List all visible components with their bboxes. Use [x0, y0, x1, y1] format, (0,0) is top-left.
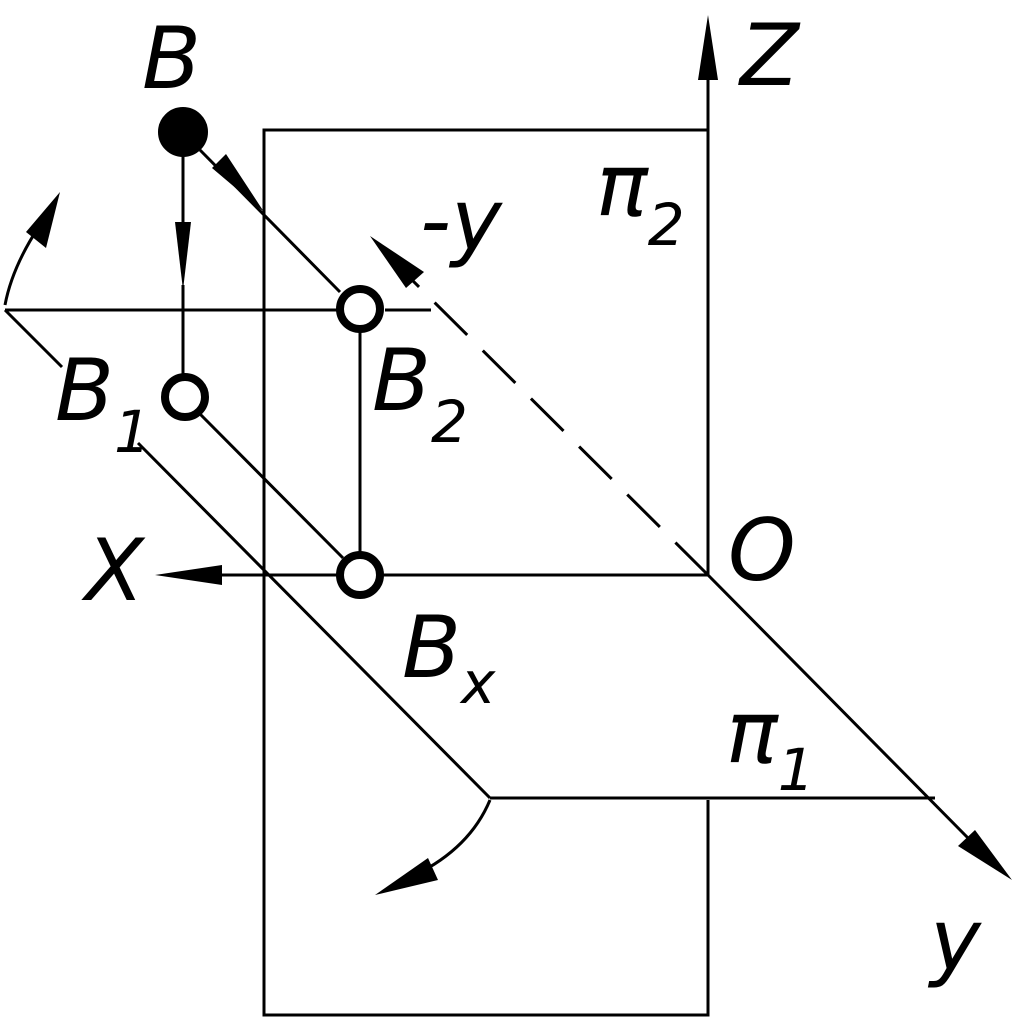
- label-axis-y: y: [927, 891, 982, 991]
- label-point-b1: B1: [55, 341, 151, 466]
- projection-line-b1-to-bx: [198, 412, 345, 560]
- neg-y-axis-dashed: [398, 266, 710, 577]
- label-plane-pi1: π1: [726, 683, 815, 804]
- label-point-b2: B2: [372, 331, 468, 456]
- point-b2-marker: [336, 285, 384, 333]
- label-point-b: B: [142, 9, 201, 109]
- label-origin: O: [728, 501, 796, 601]
- label-point-bx: Bx: [402, 598, 496, 717]
- frontal-plane-pi2-outline: [262, 128, 710, 1017]
- projection-arrowhead-b-to-b1: [175, 222, 191, 290]
- neg-y-axis-arrowhead: [370, 236, 424, 288]
- point-bx-marker: [336, 551, 384, 599]
- rotation-arc-upper: [3, 227, 40, 306]
- rotation-arrowhead-lower: [375, 858, 438, 895]
- rotation-arrowhead-upper: [26, 192, 60, 248]
- point-b1-marker: [161, 373, 209, 421]
- label-axis-x: X: [81, 521, 146, 621]
- z-axis-arrowhead: [698, 15, 718, 80]
- point-b-marker: [158, 107, 208, 157]
- label-plane-pi2: π2: [596, 136, 685, 259]
- label-axis-z: Z: [738, 6, 801, 106]
- horizontal-plane-left-edge-b: [136, 441, 492, 800]
- y-axis: [706, 573, 970, 840]
- horizontal-plane-left-edge-a: [3, 308, 64, 369]
- projection-arrowhead-b-to-b2: [212, 154, 264, 212]
- x-axis-arrowhead: [155, 565, 222, 585]
- y-axis-arrowhead: [958, 830, 1012, 880]
- label-axis-neg-y: -y: [420, 171, 503, 271]
